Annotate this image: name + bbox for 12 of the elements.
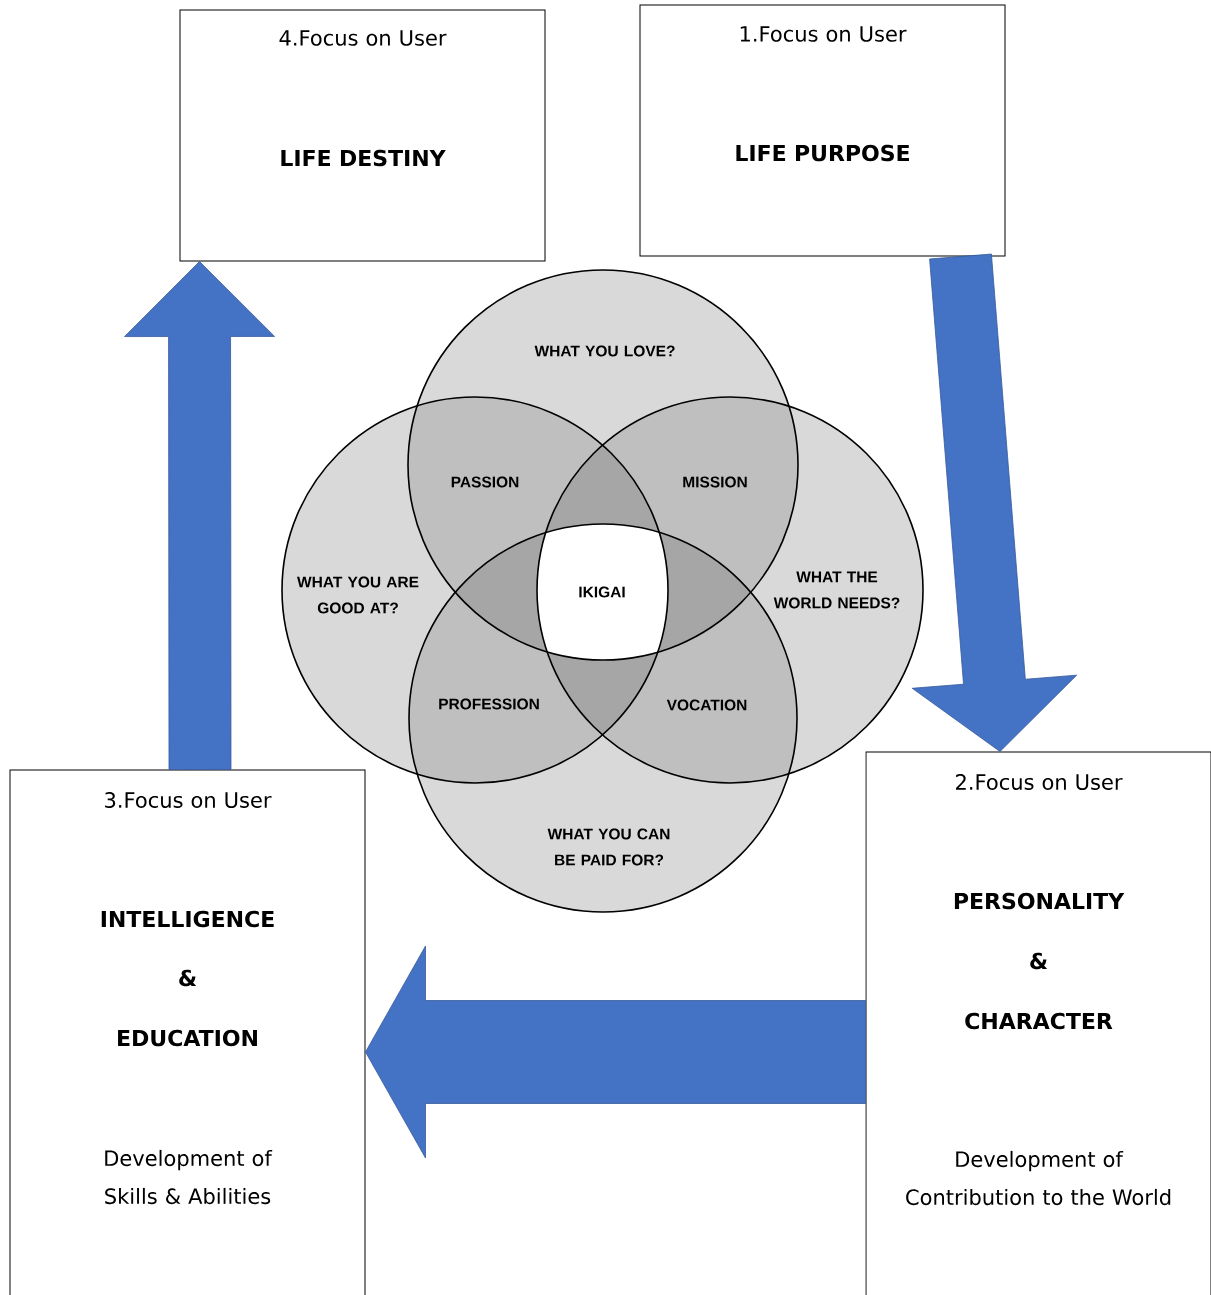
- region-label: PASSION: [451, 476, 519, 488]
- region-label: VOCATION: [666, 699, 747, 711]
- region-label: MISSION: [683, 476, 747, 488]
- block-arrow: [365, 945, 866, 1159]
- region-label: IKIGAI: [579, 586, 625, 598]
- text-box: 3.Focus on User INTELLIGENCE & EDUCATION Development of Skills & Abilities: [9, 769, 366, 1295]
- region-label: PROFESSION: [439, 698, 539, 710]
- text-box: 2.Focus on User PERSONALITY & CHARACTER Development of Contribution to the World: [865, 751, 1211, 1295]
- text-box: 4.Focus on User LIFE DESTINY: [179, 9, 546, 262]
- text-box: 1.Focus on User LIFE PURPOSE: [639, 4, 1006, 257]
- block-arrow: [911, 253, 1078, 752]
- block-arrow: [124, 261, 275, 770]
